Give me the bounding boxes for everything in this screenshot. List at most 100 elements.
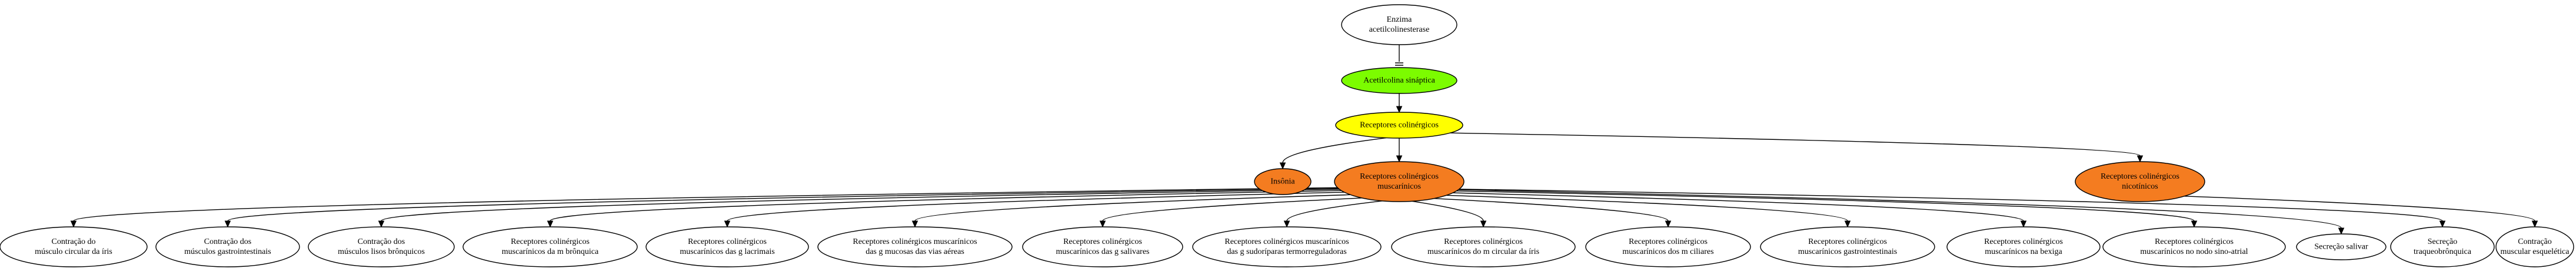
edge-muscarinicos-to-m_sudoriparas <box>1283 200 1383 228</box>
node-ellipse <box>1946 226 2101 267</box>
edge-arrowhead <box>1844 220 1851 228</box>
node-label: Secreção salivar <box>2314 243 2368 252</box>
edge-arrowhead <box>547 220 554 228</box>
node-label: acetilcolinesterase <box>1369 25 1430 34</box>
edge-arrowhead <box>378 220 385 228</box>
node-label: Receptores colinérgicos <box>688 237 767 246</box>
edge-arrowhead <box>1480 220 1487 228</box>
edge-line <box>1459 189 2443 222</box>
node-label: músculos gastrointestinais <box>184 247 271 256</box>
node-label: das g sudoríparas termorreguladoras <box>1227 247 1346 256</box>
node-label: muscarínicos no nodo sino-atrial <box>2140 247 2248 256</box>
edge-line <box>1456 190 2195 222</box>
edge-line <box>1446 195 1848 222</box>
node-label: muscarínicos da m brônquica <box>502 247 599 256</box>
node-label: Receptores colinérgicos <box>1629 237 1708 246</box>
node-label: muscarínicos <box>1377 182 1421 191</box>
edge-arrowhead <box>1279 162 1286 170</box>
edge-line <box>1286 200 1383 222</box>
node-label: Receptores colinérgicos <box>511 237 590 246</box>
node-receptores: Receptores colinérgicos <box>1335 112 1463 139</box>
node-ellipse <box>308 226 455 267</box>
edge-line <box>1453 192 2024 222</box>
node-label: Contração <box>2518 237 2552 246</box>
edge-muscarinicos-to-m_iris <box>1412 200 1487 228</box>
node-ellipse <box>645 226 809 267</box>
node-ellipse <box>2390 226 2495 267</box>
node-label: Acetilcolina sináptica <box>1363 76 1435 85</box>
node-label: traqueobrônquica <box>2414 247 2472 256</box>
edge-arrowhead <box>911 220 918 228</box>
edge-line <box>550 190 1342 222</box>
edge-acetilcolina-to-receptores <box>1396 93 1403 113</box>
node-label: Receptores colinérgicos <box>1984 237 2063 246</box>
edge-muscarinicos-to-salivar <box>1458 189 2345 235</box>
edge-receptores-to-muscarinicos <box>1396 138 1403 163</box>
edge-line <box>1282 137 1386 163</box>
edge-arrowhead <box>2136 155 2144 163</box>
node-salivar: Secreção salivar <box>2296 233 2387 260</box>
node-label: Receptores colinérgicos <box>1360 121 1439 130</box>
node-label: Receptores colinérgicos <box>1063 237 1142 246</box>
edge-line <box>1458 189 2342 229</box>
node-ellipse <box>2296 233 2387 260</box>
node-label: nicotínicos <box>2122 182 2158 191</box>
node-label: muscarínicos das g lacrimais <box>680 247 774 256</box>
node-ellipse <box>1341 67 1457 94</box>
node-label: Receptores colinérgicos <box>2101 172 2179 181</box>
edge-muscarinicos-to-m_ciliares <box>1434 197 1672 228</box>
node-label: muscarínicos do m circular da íris <box>1427 247 1539 256</box>
node-ellipse <box>1341 4 1457 45</box>
node-label: muscarínicos das g salivares <box>1056 247 1149 256</box>
edge-line <box>1102 197 1362 222</box>
edge-arrowhead <box>724 220 731 228</box>
node-m_mucosas: Receptores colinérgicos muscarínicosdas … <box>817 226 1013 267</box>
edge-muscarinicos-to-m_nodo <box>1456 190 2198 228</box>
edge-muscarinicos-to-iris <box>70 187 1338 228</box>
edge-arrowhead <box>2439 220 2446 228</box>
node-label: Enzima <box>1387 15 1413 24</box>
edge-line <box>381 189 1340 222</box>
node-label: Receptores colinérgicos <box>2155 237 2234 246</box>
node-ellipse <box>0 226 148 267</box>
node-ellipse <box>1022 226 1183 267</box>
node-label: músculo circular da íris <box>35 247 112 256</box>
node-ellipse <box>1192 226 1382 267</box>
edge-arrowhead <box>2531 220 2538 228</box>
edge-line <box>727 192 1344 222</box>
edge-muscarinicos-to-m_gastro <box>1446 195 1851 228</box>
edge-line <box>227 187 1339 222</box>
edge-line <box>2184 196 2535 222</box>
node-insonia: Insônia <box>1254 168 1312 195</box>
edge-arrowhead <box>2020 220 2027 228</box>
edge-arrowhead <box>70 220 77 228</box>
node-ellipse <box>2075 161 2205 202</box>
node-label: Receptores colinérgicos <box>1444 237 1523 246</box>
node-label: das g mucosas das vias aéreas <box>866 247 964 256</box>
edge-arrowhead <box>1396 106 1403 113</box>
edge-muscarinicos-to-m_bronquica <box>547 190 1342 228</box>
node-ellipse <box>1335 112 1463 139</box>
node-label: Receptores colinérgicos muscarínicos <box>853 237 977 246</box>
edge-receptores-to-nicotinicos <box>1450 132 2144 163</box>
node-ellipse <box>1334 161 1465 202</box>
node-label: muscarínicos na bexiga <box>1985 247 2062 256</box>
edge-muscarinicos-to-m_lacrimais <box>724 192 1344 228</box>
edge-arrowhead <box>1665 220 1672 228</box>
node-acetilcolina: Acetilcolina sináptica <box>1341 67 1457 94</box>
node-ellipse <box>2102 226 2286 267</box>
node-m_sudoriparas: Receptores colinérgicos muscarínicosdas … <box>1192 226 1382 267</box>
